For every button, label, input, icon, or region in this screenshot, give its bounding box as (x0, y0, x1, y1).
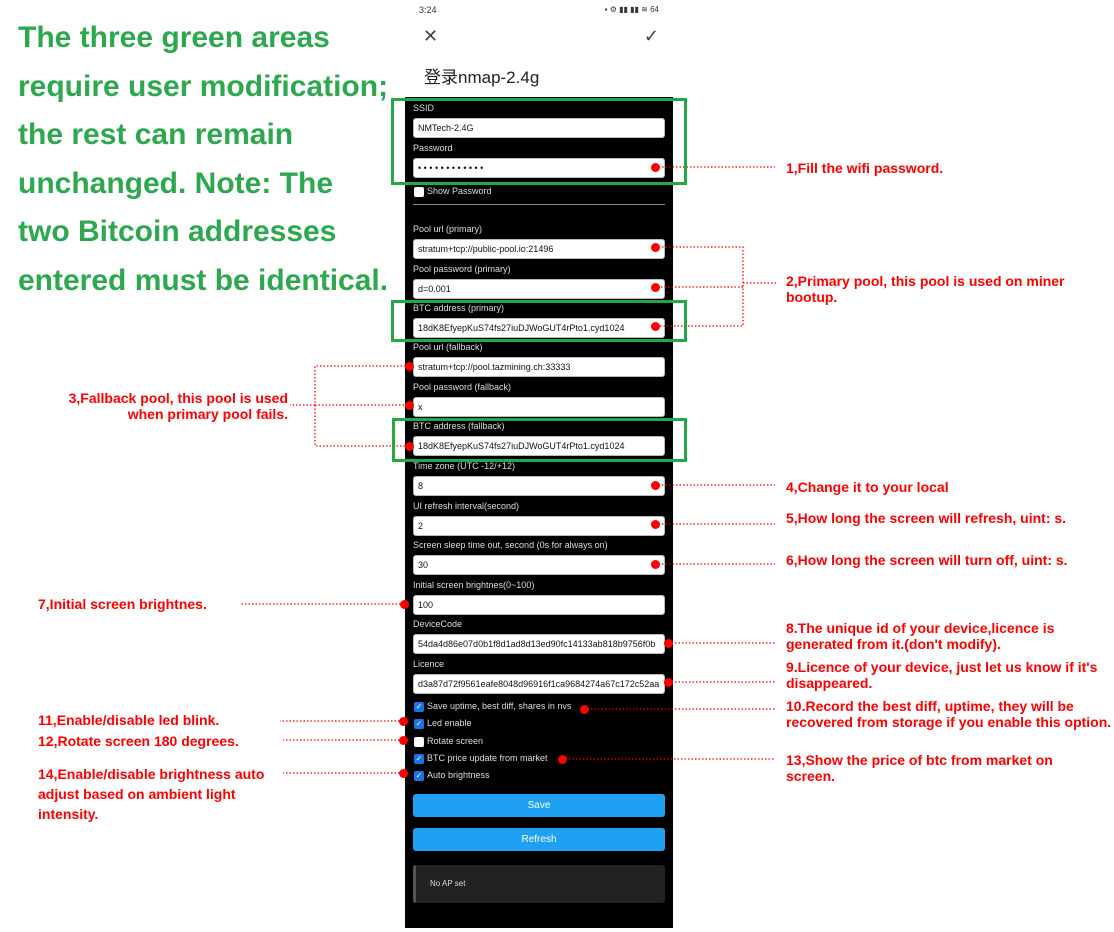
field-label: SSID (413, 103, 435, 113)
annotation-5: 5,How long the screen will refresh, uint… (786, 510, 1067, 526)
checkbox-box[interactable]: ✓ (414, 701, 424, 712)
checkbox-box[interactable] (414, 736, 424, 747)
annotation-14: 14,Enable/disable brightness auto adjust… (38, 766, 265, 822)
annotation-marker-dot (651, 560, 660, 569)
annotation-marker-dot (651, 243, 660, 252)
field-input[interactable]: 18dK8EfyepKuS74fs27iuDJWoGUT4rPto1.cyd10… (413, 318, 665, 338)
option-checkbox[interactable]: ✓Auto brightness (414, 770, 490, 781)
field-label: Initial screen brightnes(0~100) (413, 580, 535, 590)
annotation-13: 13,Show the price of btc from market on … (786, 752, 1053, 784)
annotation-marker-dot (558, 755, 567, 764)
field-label: Password (413, 143, 453, 153)
phone-screen: 3:24 ▪ ⚙ ▮▮ ▮▮ ≋ 64 ✕ ✓ 登录nmap-2.4g SSID… (405, 0, 673, 932)
annotation-marker-dot (400, 600, 409, 609)
checkbox-box[interactable]: ✓ (414, 753, 424, 764)
config-form: SSID NMTech-2.4G Password • • • • • • • • •… (405, 97, 673, 928)
annotation-marker-dot (664, 678, 673, 687)
checkbox-label: BTC price update from market (427, 753, 548, 763)
annotation-11: 11,Enable/disable led blink. (38, 712, 220, 728)
field-label: UI refresh interval(second) (413, 501, 520, 511)
annotation-4: 4,Change it to your local (786, 479, 949, 495)
annotation-2: 2,Primary pool, this pool is used on min… (786, 273, 1065, 305)
annotation-marker-dot (651, 322, 660, 331)
status-icons: ▪ ⚙ ▮▮ ▮▮ ≋ 64 (604, 5, 659, 14)
page-title: 登录nmap-2.4g (424, 68, 540, 87)
annotation-9: 9.Licence of your device, just let us kn… (786, 659, 1098, 691)
show-password-checkbox[interactable]: Show Password (414, 186, 492, 197)
checkbox-label: Rotate screen (427, 736, 484, 746)
annotation-marker-dot (651, 481, 660, 490)
annotation-7: 7,Initial screen brightnes. (38, 596, 207, 612)
annotation-marker-dot (399, 717, 408, 726)
field-label: Pool password (primary) (413, 264, 511, 274)
field-label: Time zone (UTC -12/+12) (413, 461, 515, 471)
option-checkbox[interactable]: ✓Save uptime, best diff, shares in nvs (414, 701, 571, 712)
checkbox-box[interactable]: ✓ (414, 718, 424, 729)
field-input[interactable]: stratum+tcp://pool.tazmining.ch:33333 (413, 357, 665, 377)
annotation-marker-dot (405, 362, 414, 371)
checkbox-box[interactable] (414, 186, 424, 197)
annotation-marker-dot (399, 736, 408, 745)
field-input[interactable]: 100 (413, 595, 665, 615)
refresh-button[interactable]: Refresh (413, 828, 665, 851)
confirm-check-icon[interactable]: ✓ (643, 26, 659, 46)
annotation-marker-dot (651, 283, 660, 292)
divider (413, 204, 665, 205)
checkbox-label: Show Password (427, 186, 492, 196)
option-checkbox[interactable]: ✓Led enable (414, 718, 472, 729)
checkbox-label: Led enable (427, 718, 472, 728)
field-input[interactable]: 8 (413, 476, 665, 496)
annotation-12: 12,Rotate screen 180 degrees. (38, 733, 239, 749)
field-input[interactable]: d=0.001 (413, 279, 665, 299)
field-input[interactable]: NMTech-2.4G (413, 118, 665, 138)
status-time: 3:24 (419, 5, 437, 15)
checkbox-label: Auto brightness (427, 770, 490, 780)
annotation-6: 6,How long the screen will turn off, uin… (786, 552, 1068, 568)
field-label: BTC address (fallback) (413, 421, 505, 431)
annotation-marker-dot (651, 520, 660, 529)
ap-status: No AP set (413, 865, 665, 903)
field-input[interactable]: 54da4d86e07d0b1f8d1ad8d13ed90fc14133ab81… (413, 634, 665, 654)
field-input[interactable]: 30 (413, 555, 665, 575)
annotation-marker-dot (664, 639, 673, 648)
annotation-3: 3,Fallback pool, this pool is used when … (68, 390, 288, 422)
field-input[interactable]: stratum+tcp://public-pool.io:21496 (413, 239, 665, 259)
option-checkbox[interactable]: ✓BTC price update from market (414, 753, 548, 764)
field-label: Pool url (primary) (413, 224, 483, 234)
field-label: Pool url (fallback) (413, 342, 483, 352)
annotation-marker-dot (580, 705, 589, 714)
annotation-10: 10.Record the best diff, uptime, they wi… (786, 698, 1112, 730)
green-highlight-btc-primary (391, 300, 687, 342)
checkbox-box[interactable]: ✓ (414, 770, 424, 781)
field-input[interactable]: 2 (413, 516, 665, 536)
checkbox-label: Save uptime, best diff, shares in nvs (427, 701, 572, 711)
save-button[interactable]: Save (413, 794, 665, 817)
annotation-8: 8.The unique id of your device,licence i… (786, 620, 1055, 652)
close-icon[interactable]: ✕ (423, 26, 439, 46)
field-label: Pool password (fallback) (413, 382, 512, 392)
green-highlight-wifi (391, 98, 687, 185)
field-label: Screen sleep time out, second (0s for al… (413, 540, 608, 550)
annotation-marker-dot (651, 163, 660, 172)
field-label: DeviceCode (413, 619, 463, 629)
annotation-marker-dot (405, 401, 414, 410)
annotation-marker-dot (405, 442, 414, 451)
annotation-marker-dot (399, 769, 408, 778)
instruction-note: The three green areas require user modif… (18, 21, 389, 297)
green-highlight-btc-fallback (392, 418, 687, 462)
annotation-1: 1,Fill the wifi password. (786, 160, 944, 176)
field-input[interactable]: • • • • • • • • • • • • (413, 158, 665, 178)
option-checkbox[interactable]: Rotate screen (414, 736, 483, 747)
field-label: BTC address (primary) (413, 303, 505, 313)
field-label: Licence (413, 659, 445, 669)
